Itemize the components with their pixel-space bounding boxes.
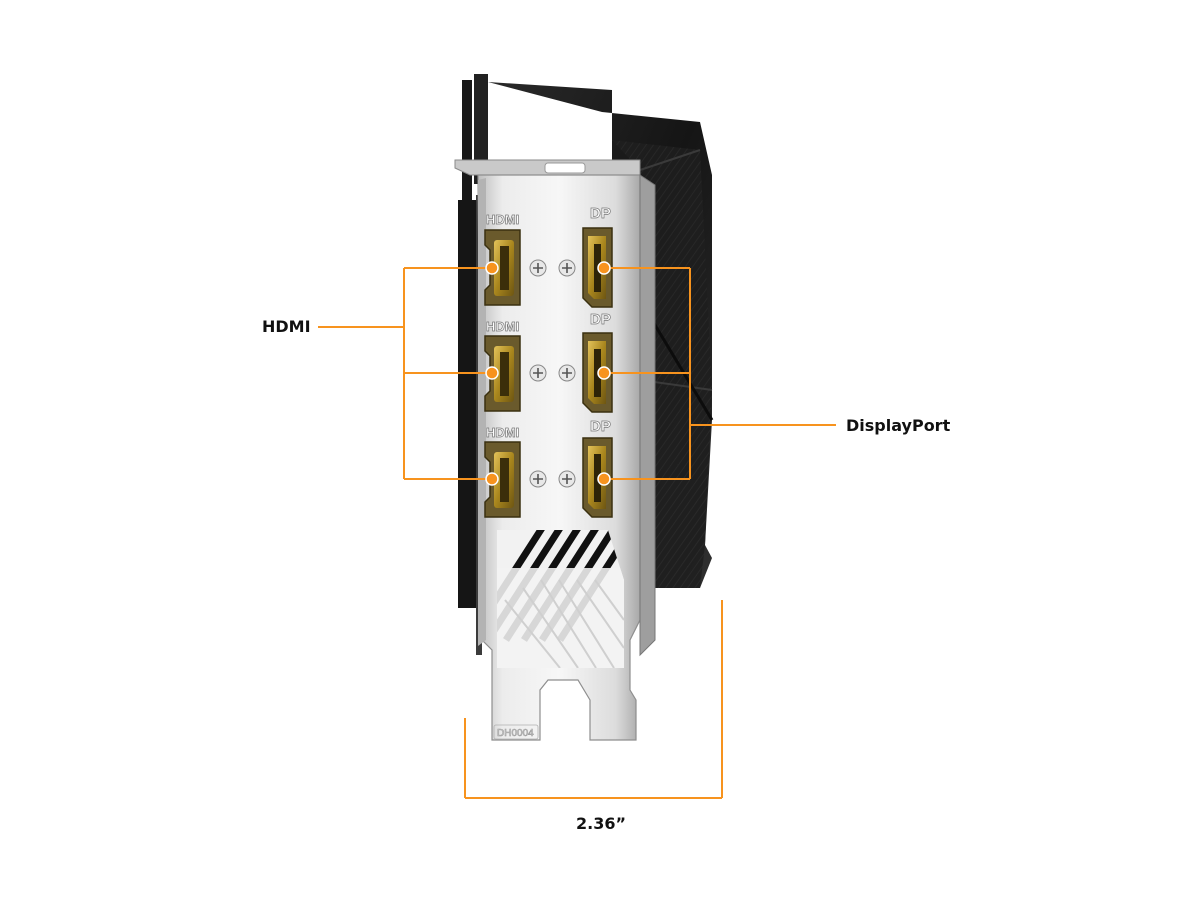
hdmi-port	[484, 335, 521, 412]
vent-slots	[497, 530, 624, 668]
screw-icon	[529, 364, 547, 382]
width-dimension-label: 2.36”	[576, 814, 626, 833]
hdmi-port	[484, 229, 521, 306]
screw-icon	[558, 364, 576, 382]
displayport-callout-label: DisplayPort	[846, 416, 951, 435]
screw-icon	[529, 470, 547, 488]
hdmi-port-label: HDMI	[486, 319, 519, 334]
screw-icon	[558, 259, 576, 277]
hdmi-callout-label: HDMI	[262, 317, 311, 336]
hdmi-port-label: HDMI	[486, 425, 519, 440]
bracket-screws	[529, 259, 576, 488]
displayport-callout-dots	[597, 261, 611, 486]
hdmi-callout-dots	[485, 261, 499, 486]
screw-icon	[529, 259, 547, 277]
screw-icon	[558, 470, 576, 488]
stamp-text: DH0004	[497, 728, 534, 739]
hdmi-ports	[484, 229, 521, 518]
dp-port-label: DP	[590, 205, 611, 222]
dp-port-label: DP	[590, 418, 611, 435]
bracket-stamp: DH0004	[493, 724, 539, 740]
hdmi-port	[484, 441, 521, 518]
hdmi-callout-lines	[318, 267, 492, 480]
width-dimension-line	[464, 600, 723, 799]
hdmi-port-label: HDMI	[486, 212, 519, 227]
port-labels: HDMI HDMI HDMI DP DP DP	[486, 205, 612, 441]
dp-port-label: DP	[590, 311, 611, 328]
displayport-callout-lines	[604, 267, 836, 480]
